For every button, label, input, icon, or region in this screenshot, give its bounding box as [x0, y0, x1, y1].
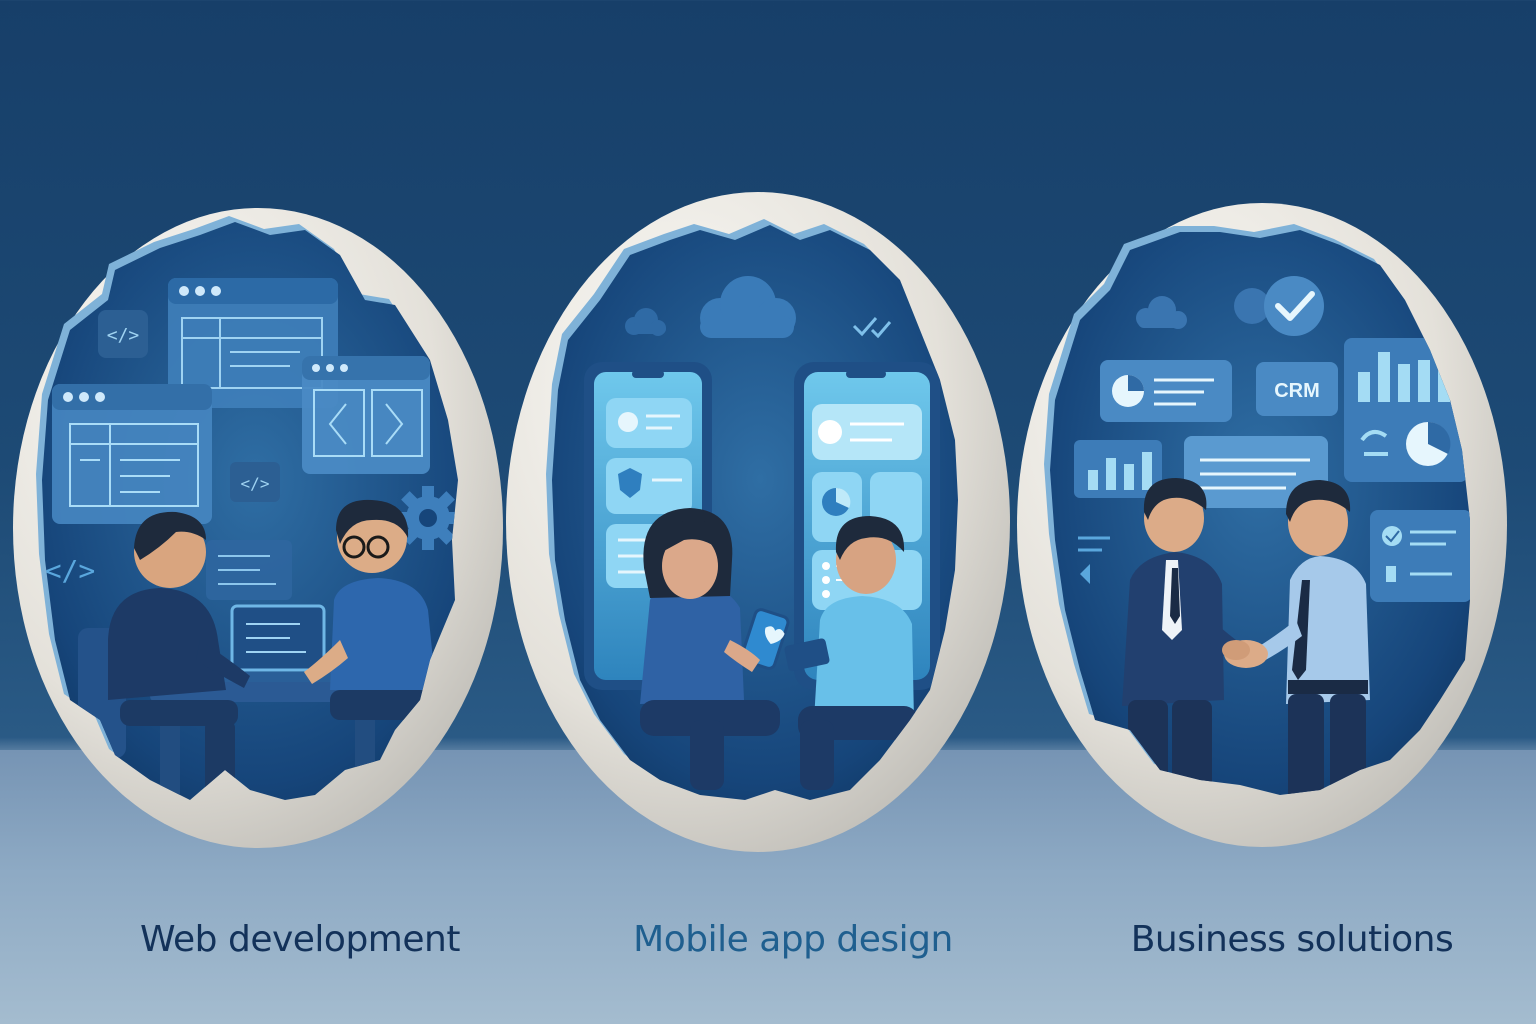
designer-man [784, 516, 918, 790]
cloud-icon [700, 276, 796, 338]
caption-business-solutions: Business solutions [1130, 919, 1454, 960]
checkmark-icon [852, 317, 892, 339]
check-circle-icon [1264, 276, 1324, 336]
browser-window-icon [302, 356, 430, 474]
egg-interior-web: </> [42, 222, 458, 800]
designer-woman [640, 508, 790, 790]
checklist-icon [1370, 510, 1470, 602]
pie-chart-icon [1100, 360, 1232, 422]
svg-text:</>: </> [107, 325, 140, 346]
egg-mobile [506, 192, 1010, 852]
developer-left [108, 511, 250, 800]
gear-icon [396, 486, 458, 550]
egg-interior-business: CRM [1050, 230, 1470, 795]
cloud-icon [625, 308, 666, 336]
crm-label: CRM [1274, 380, 1320, 402]
svg-text:</>: </> [241, 474, 270, 493]
browser-window-icon [52, 384, 212, 524]
egg-interior-mobile [552, 225, 958, 800]
handshake-icon [1222, 640, 1268, 668]
bar-chart-icon [1074, 440, 1162, 498]
caption-mobile-app-design: Mobile app design [633, 919, 953, 960]
businessman-right [1256, 480, 1370, 795]
crm-badge: CRM [1256, 362, 1338, 416]
caption-web-development: Web development [140, 919, 460, 960]
browser-window-icon [168, 278, 338, 408]
bar-chart-icon [1344, 338, 1468, 482]
code-icon: </> [45, 554, 96, 587]
heart-icon [764, 626, 785, 645]
cloud-icon [1136, 296, 1187, 329]
code-icon: </> [98, 310, 148, 358]
egg-web: </> [13, 208, 503, 848]
code-icon: </> [230, 462, 280, 502]
egg-business: CRM [1017, 203, 1507, 847]
